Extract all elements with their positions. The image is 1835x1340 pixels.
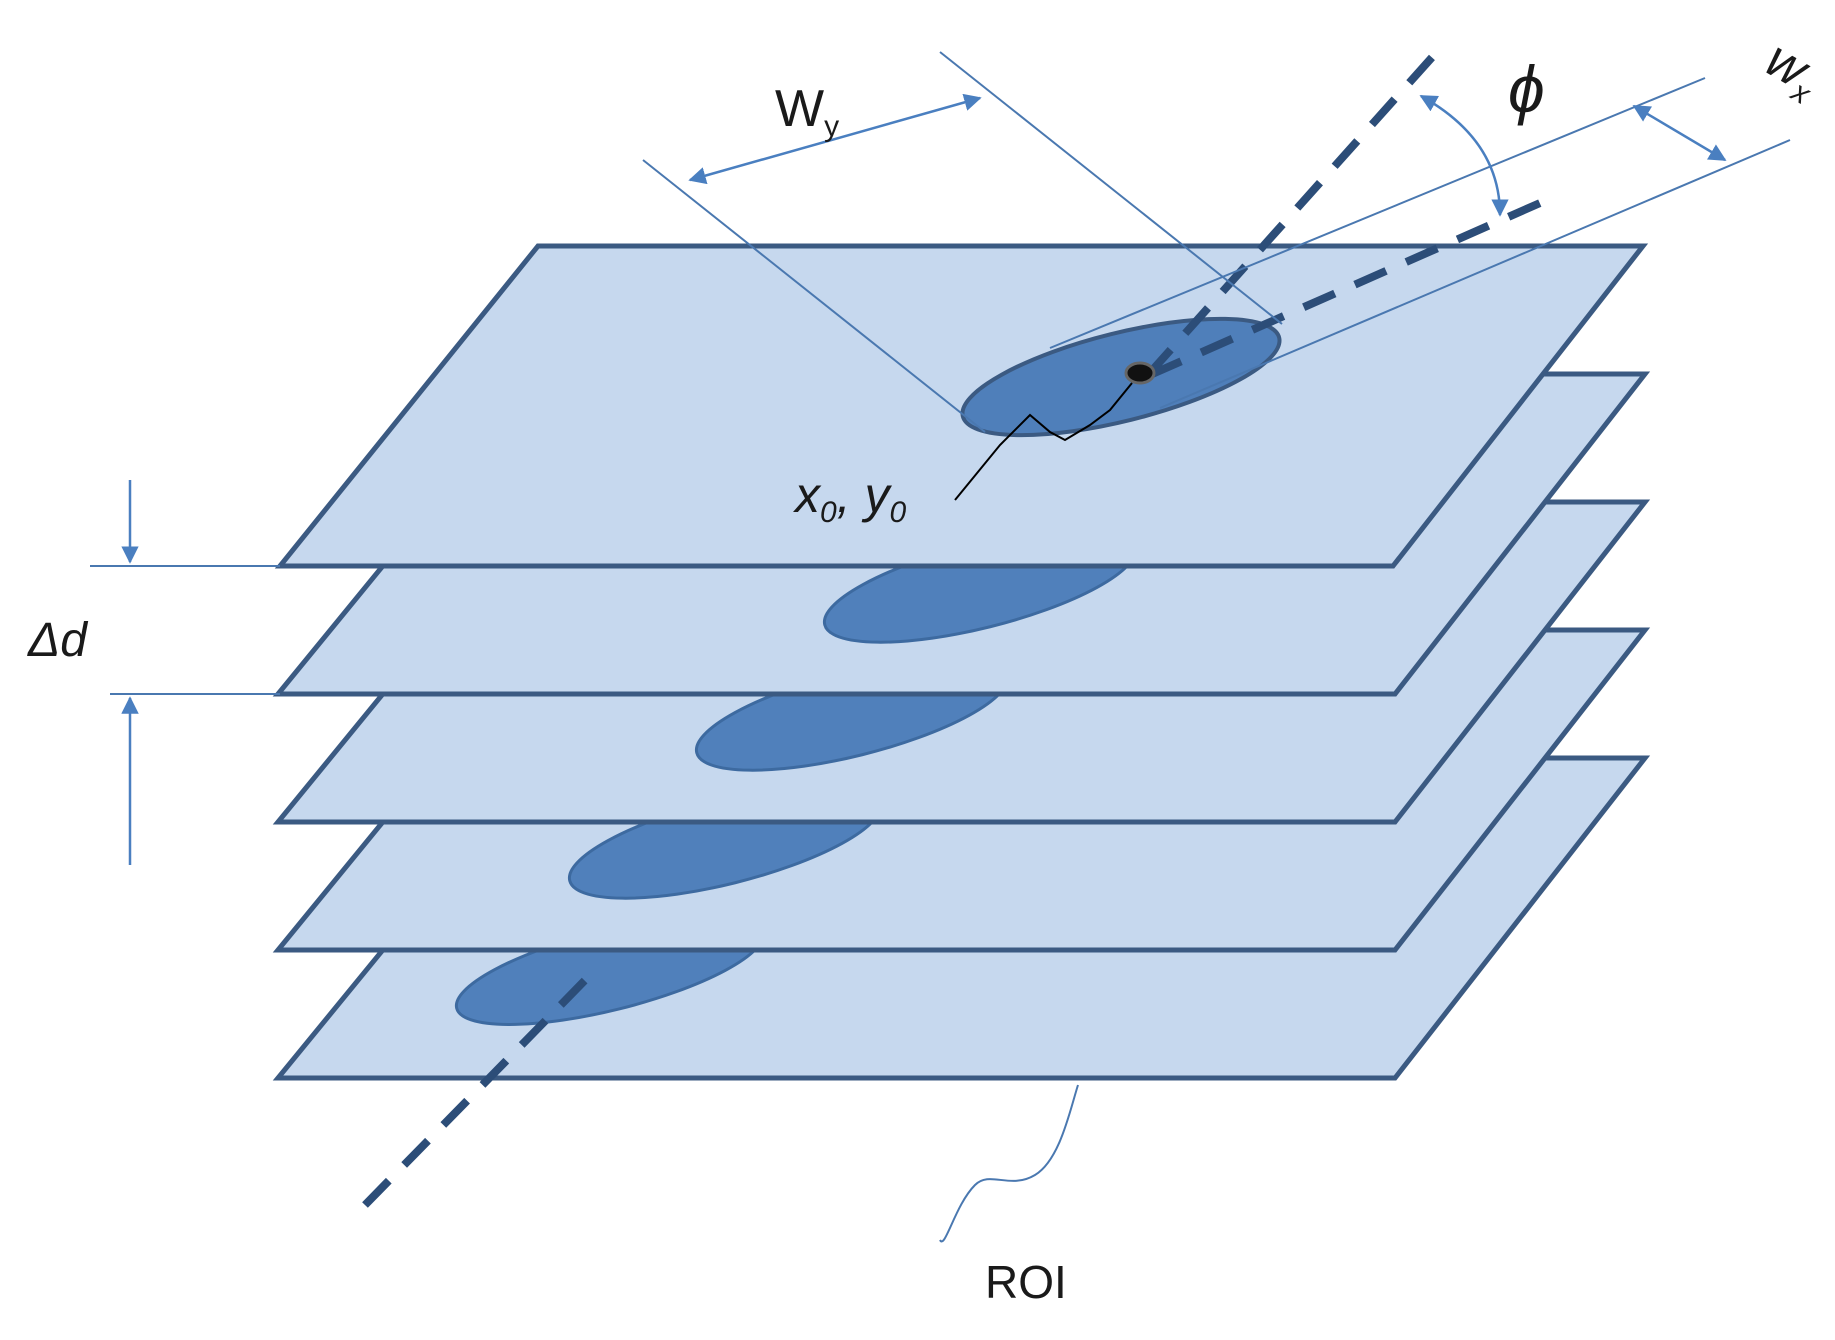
x0y0-leader-line <box>954 382 1133 501</box>
wy-extension-line-2 <box>939 51 1283 325</box>
label-x0-y0: x0, y0 <box>793 467 906 529</box>
wx-extension-line-2 <box>1159 139 1791 409</box>
wx-dimension-arrow <box>1632 104 1727 162</box>
center-point <box>1124 361 1156 385</box>
axis-upper-segment <box>1145 51 1438 378</box>
wx-extension-line-1 <box>1049 77 1706 349</box>
phi-angle-arc <box>1419 94 1509 217</box>
label-delta-d: Δd <box>27 614 88 667</box>
label-wx: wx <box>1754 30 1832 111</box>
plane-1 <box>274 243 1649 569</box>
ellipse-top <box>960 316 1282 438</box>
label-phi: ϕ <box>1508 52 1545 126</box>
label-wy: Wy <box>775 80 839 143</box>
axis-projection-line <box>1148 199 1542 379</box>
plane-1-shape <box>274 243 1649 569</box>
roi-leader-line <box>939 1084 1079 1243</box>
wy-dimension-arrow <box>688 93 982 185</box>
label-roi: ROI <box>985 1256 1067 1308</box>
wy-extension-line-1 <box>642 159 986 433</box>
